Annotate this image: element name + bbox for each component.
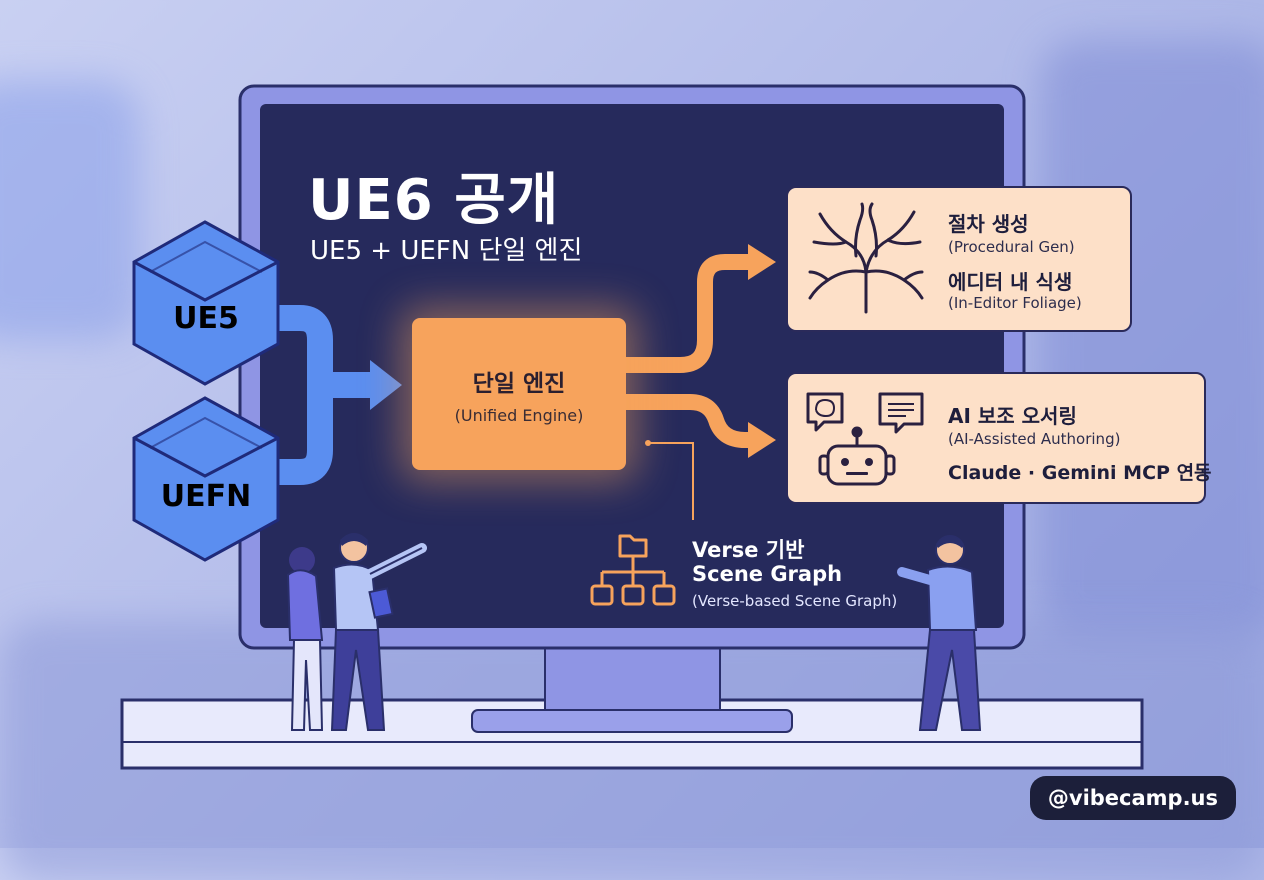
feature-card-procedural: 절차 생성 (Procedural Gen) 에디터 내 식생 (In-Edit…: [786, 186, 1132, 332]
card1-line1-ko: 절차 생성: [948, 212, 1029, 236]
engine-label-ko: 단일 엔진: [472, 370, 566, 397]
hex-ue5: UE5: [132, 220, 280, 386]
arrow-engine-to-card1: [626, 254, 752, 373]
arrow-card1-head: [748, 244, 776, 280]
monitor-foot: [471, 709, 793, 733]
background-blur-left: [0, 80, 140, 340]
hex-uefn: UEFN: [132, 396, 280, 562]
folder-tree-icon: [590, 534, 676, 606]
hex-uefn-label: UEFN: [161, 479, 251, 514]
tree-branches-icon: [808, 202, 924, 314]
card1-line1-en: (Procedural Gen): [948, 238, 1075, 256]
feature-card-ai-authoring: AI 보조 오서링 (AI-Assisted Authoring) Claude…: [786, 372, 1212, 504]
monitor-neck: [544, 639, 721, 716]
background-blur-right: [1040, 40, 1264, 640]
person-right-presenting: [897, 535, 982, 731]
page-title: UE6 공개: [308, 168, 560, 233]
card1-line2-ko: 에디터 내 식생: [948, 270, 1073, 294]
arrow-card2-head: [748, 422, 776, 458]
scene-graph-line1: Verse 기반: [692, 538, 805, 562]
card2-line2-ko: Claude · Gemini MCP 연동: [948, 462, 1212, 484]
card2-line1-ko: AI 보조 오서링: [948, 404, 1077, 428]
unified-engine-box: 단일 엔진 (Unified Engine): [412, 318, 626, 470]
ai-robot-icon: [806, 392, 924, 486]
scene-graph-line3: (Verse-based Scene Graph): [692, 592, 898, 610]
person-man-pointing: [330, 533, 427, 731]
page-subtitle: UE5 + UEFN 단일 엔진: [310, 236, 583, 266]
arrow-engine-to-card2: [626, 394, 752, 448]
arrow-to-engine-head: [370, 360, 402, 410]
engine-label-en: (Unified Engine): [454, 405, 584, 425]
scene-graph-line2: Scene Graph: [692, 562, 843, 586]
person-woman: [286, 547, 324, 731]
card1-line2-en: (In-Editor Foliage): [948, 294, 1082, 312]
card2-line1-en: (AI-Assisted Authoring): [948, 430, 1121, 448]
arrow-uefn-merge: [270, 372, 333, 485]
watermark-handle: @vibecamp.us: [1029, 776, 1236, 820]
hex-ue5-label: UE5: [173, 301, 239, 336]
scene-graph-leader: [648, 442, 694, 520]
arrow-ue5-merge: [270, 305, 333, 372]
